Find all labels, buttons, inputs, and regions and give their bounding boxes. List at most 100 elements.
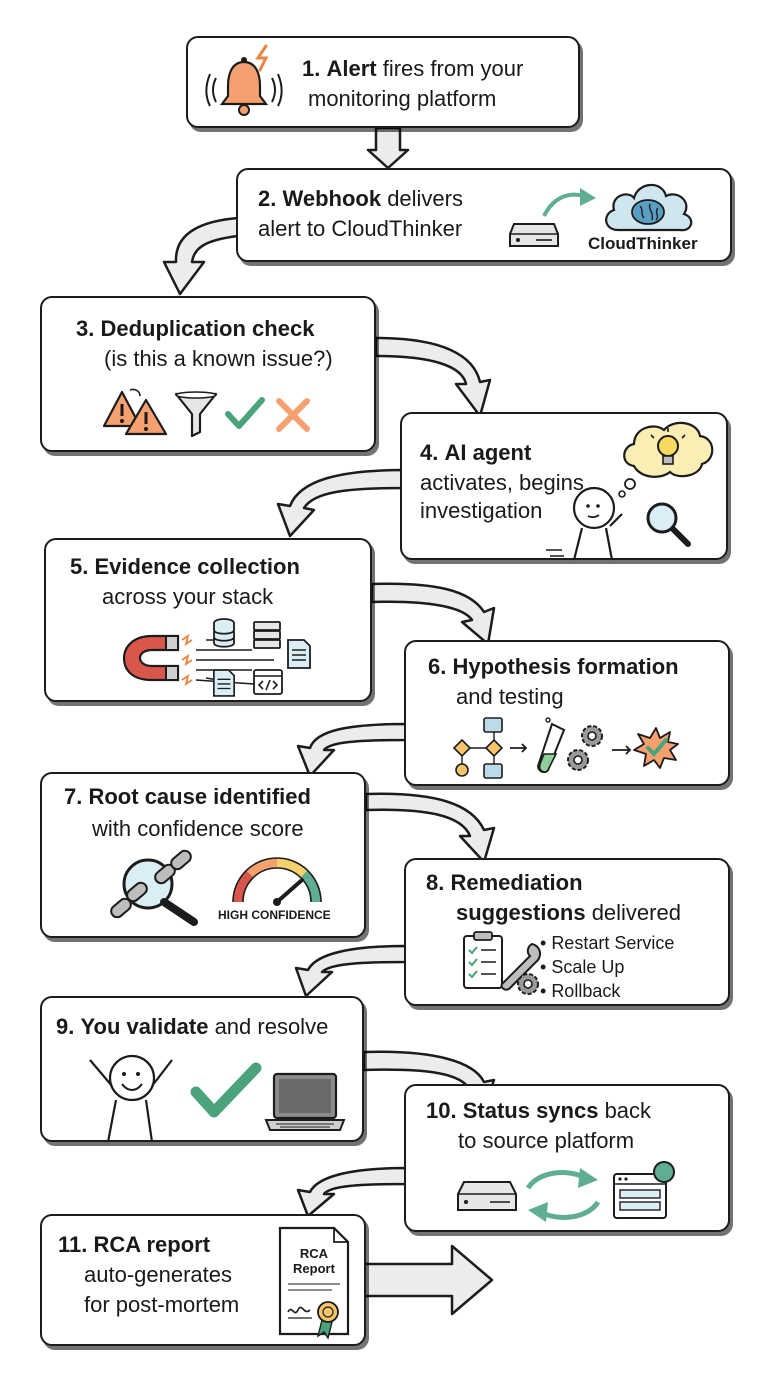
step-subtitle: and testing xyxy=(456,684,564,709)
cross-icon xyxy=(276,398,310,432)
step-subtitle: monitoring platform xyxy=(308,86,497,111)
step-number: 6. xyxy=(428,654,447,679)
funnel-icon xyxy=(174,391,218,438)
step-6-card: 6. Hypothesis formation and testing xyxy=(404,640,730,786)
step-number: 8. xyxy=(426,870,445,895)
flowchart-icon xyxy=(452,717,528,779)
gears-icon xyxy=(567,725,603,771)
magnet-icon xyxy=(122,634,180,682)
step-title: Alert xyxy=(326,56,377,81)
step-title-rest: and resolve xyxy=(208,1014,329,1039)
step-number: 5. xyxy=(70,554,89,579)
server-icon xyxy=(509,223,559,247)
arrow-3-4 xyxy=(374,336,492,418)
server-rack-icon xyxy=(253,621,281,649)
arrow-5-6 xyxy=(370,582,496,646)
thought-lightbulb-icon xyxy=(618,421,714,498)
step-5-card: 5. Evidence collection across your stack xyxy=(44,538,372,702)
step-subtitle: with confidence score xyxy=(92,816,304,841)
step-title: AI agent xyxy=(444,440,532,465)
server-icon xyxy=(457,1181,517,1211)
step-number: 2. xyxy=(258,186,277,211)
step-number: 9. xyxy=(56,1014,75,1039)
step-number: 10. xyxy=(426,1098,457,1123)
handoff-arrow-icon xyxy=(542,188,596,217)
step-subtitle: delivered xyxy=(585,900,681,925)
arrow-4-5 xyxy=(276,468,406,538)
arrow-2-3 xyxy=(162,216,240,296)
step-subtitle: across your stack xyxy=(102,584,274,609)
step-title: Status syncs xyxy=(462,1098,599,1123)
step-title: Deduplication check xyxy=(100,316,315,341)
step-title: Remediation xyxy=(450,870,583,895)
step-number: 11. xyxy=(58,1232,88,1257)
document-icon xyxy=(213,669,235,697)
remediation-option: • Restart Service xyxy=(540,933,675,953)
check-icon xyxy=(190,1062,262,1118)
step-1-card: 1. Alert fires from your monitoring plat… xyxy=(186,36,580,128)
step-title: RCA report xyxy=(93,1232,211,1257)
gauge-icon xyxy=(232,857,322,906)
step-3-card: 3. Deduplication check (is this a known … xyxy=(40,296,376,452)
step-subtitle: activates, begins xyxy=(420,470,584,495)
gauge-label: HIGH CONFIDENCE xyxy=(218,908,331,922)
clipboard-icon xyxy=(463,931,503,989)
arrow-right-icon xyxy=(612,745,632,755)
arrow-6-7 xyxy=(296,722,408,778)
step-title: Evidence collection xyxy=(94,554,300,579)
document-icon xyxy=(287,639,311,669)
step-8-card: 8. Remediation suggestions delivered • R… xyxy=(404,858,730,1006)
burst-check-icon xyxy=(633,727,679,769)
step-title: Hypothesis formation xyxy=(452,654,679,679)
option-text: Restart Service xyxy=(551,933,675,953)
arrow-8-9 xyxy=(294,944,408,998)
step-number: 4. xyxy=(420,440,439,465)
step-subtitle: auto-generates xyxy=(84,1262,232,1287)
arrow-1-2 xyxy=(366,126,410,170)
option-text: Scale Up xyxy=(551,957,625,977)
arrow-7-8 xyxy=(364,792,496,864)
step-subtitle: alert to CloudThinker xyxy=(258,216,463,241)
remediation-option: • Rollback xyxy=(540,981,621,1001)
magnifier-icon xyxy=(646,502,691,547)
sync-arrows-icon xyxy=(525,1168,601,1222)
happy-figure-icon xyxy=(89,1054,173,1143)
step-title: Webhook xyxy=(282,186,382,211)
step-9-card: 9. You validate and resolve xyxy=(40,996,364,1143)
certificate-icon xyxy=(278,1226,350,1340)
laptop-icon xyxy=(264,1072,346,1131)
check-icon xyxy=(225,397,265,429)
arrow-10-11 xyxy=(296,1166,410,1218)
step-title-rest: back xyxy=(598,1098,652,1123)
step-11-card: 11. RCA report auto-generates for post-m… xyxy=(40,1214,366,1346)
step-7-card: 7. Root cause identified with confidence… xyxy=(40,772,366,938)
step-subtitle: (is this a known issue?) xyxy=(104,346,333,371)
step-title-rest: delivers xyxy=(381,186,463,211)
broken-chain-icon xyxy=(110,849,198,926)
cloudthinker-badge: CloudThinker xyxy=(588,234,698,253)
remediation-option: • Scale Up xyxy=(540,957,625,977)
step-4-card: 4. AI agent activates, begins investigat… xyxy=(400,412,728,561)
test-tube-icon xyxy=(536,717,566,774)
step-title-2: suggestions xyxy=(456,900,586,925)
step-title-rest: fires from your xyxy=(376,56,524,81)
warning-icon xyxy=(102,388,168,436)
bell-icon xyxy=(205,44,283,116)
arrow-final xyxy=(362,1244,494,1316)
step-title: Root cause identified xyxy=(88,784,311,809)
step-number: 3. xyxy=(76,316,95,341)
cloud-brain-icon xyxy=(605,183,693,232)
step-subtitle-2: for post-mortem xyxy=(84,1292,240,1317)
step-10-card: 10. Status syncs back to source platform xyxy=(404,1084,730,1232)
step-subtitle: to source platform xyxy=(458,1128,635,1153)
option-text: Rollback xyxy=(551,981,621,1001)
rca-report-title: RCA Report xyxy=(293,1246,335,1276)
step-2-card: 2. Webhook delivers alert to CloudThinke… xyxy=(236,168,732,262)
browser-window-icon xyxy=(613,1161,675,1219)
code-window-icon xyxy=(253,669,283,695)
step-subtitle-2: investigation xyxy=(420,498,543,523)
step-title: You validate xyxy=(80,1014,209,1039)
wrench-gear-icon xyxy=(500,942,541,995)
step-number: 1. xyxy=(302,56,321,81)
stick-figure-icon xyxy=(546,486,623,561)
